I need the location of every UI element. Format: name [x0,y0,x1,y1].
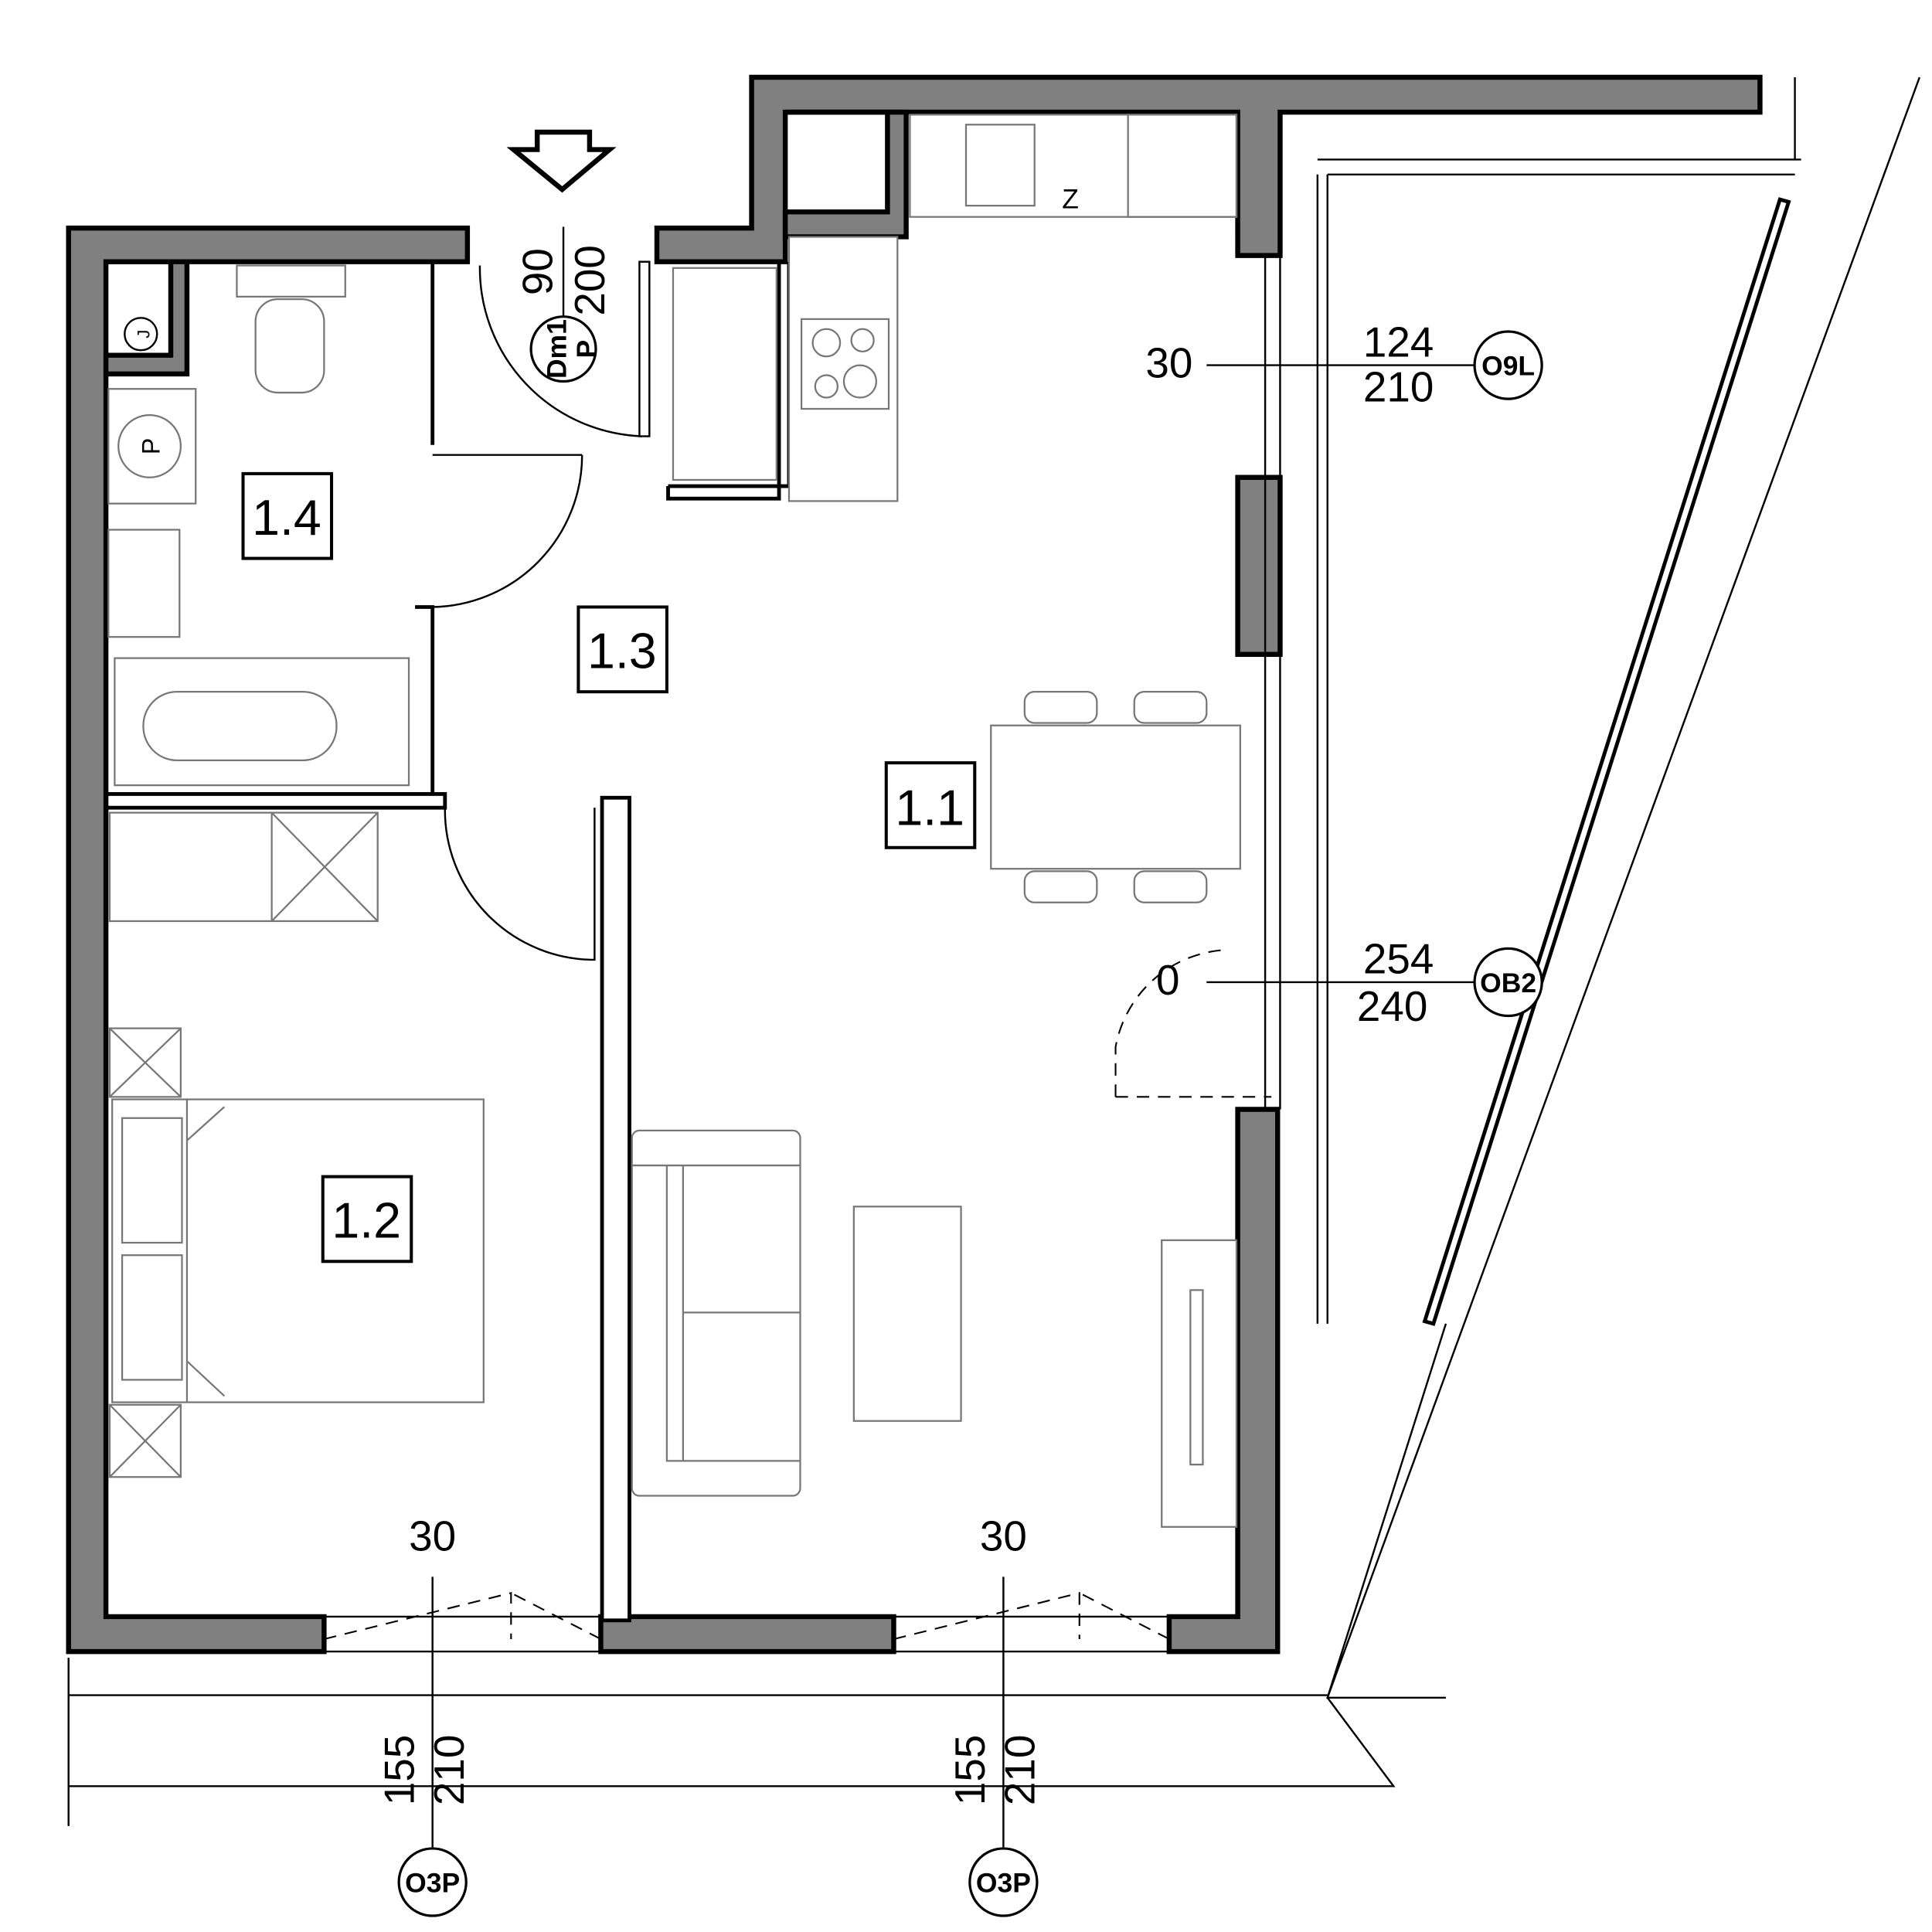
door-tag-dm1: Dm1 P 90 200 [514,226,614,383]
fridge-label: Z [1062,183,1079,214]
svg-text:240: 240 [1357,982,1427,1030]
room-label-1-2: 1.2 [321,1175,413,1264]
boiler-label: J [134,330,154,338]
svg-text:155: 155 [375,1735,423,1805]
svg-text:O3P: O3P [976,1867,1031,1898]
wall-right-pier [1235,474,1283,657]
kitchen: Z [672,114,1238,502]
shaft-wall [782,109,909,240]
sink [964,124,1036,207]
svg-text:200: 200 [566,245,614,315]
svg-text:155: 155 [946,1735,994,1805]
living-furniture [631,691,1241,1528]
svg-text:1.4: 1.4 [252,490,321,546]
wall-left [66,225,471,1655]
partitions [67,77,1921,1826]
svg-text:P: P [571,340,602,359]
toilet-cistern [236,264,346,298]
window-tag-o9l: 30 124 210 O9L [1145,318,1543,410]
room-label-1-3: 1.3 [577,605,668,694]
svg-text:124: 124 [1363,318,1434,366]
radiator-cabinet [672,267,777,481]
dining-table [990,724,1241,870]
window-tag-o3p-left: 30 155 210 O3P [324,1512,601,1917]
svg-text:0: 0 [1156,956,1180,1004]
svg-text:O9L: O9L [1481,350,1535,381]
svg-text:210: 210 [996,1735,1044,1805]
svg-text:210: 210 [1363,362,1434,410]
svg-text:O3P: O3P [405,1867,460,1898]
svg-text:1.1: 1.1 [895,781,964,836]
svg-text:210: 210 [425,1735,473,1805]
svg-text:1.2: 1.2 [332,1193,401,1249]
room-label-1-4: 1.4 [241,471,334,560]
fridge [1127,114,1238,218]
tv-cabinet [1161,1239,1238,1528]
kitchen-counter-top [909,114,1238,218]
svg-text:90: 90 [514,248,562,295]
wall-bottom-middle [598,1614,896,1655]
svg-text:OB2: OB2 [1480,968,1536,998]
shaft-wall-bathroom [103,259,190,377]
bathroom-fixtures: P J [107,264,410,787]
entrance-arrow-icon [506,129,617,193]
washer-label: P [137,438,165,455]
room-label-1-1: 1.1 [884,761,977,849]
doors [432,260,1272,1098]
wardrobe [108,811,379,923]
coffee-table [852,1206,962,1422]
svg-text:30: 30 [409,1512,456,1560]
window-tag-ob2: 0 254 240 OB2 [1156,935,1543,1030]
cooktop [800,318,890,410]
bedroom-furniture [108,811,485,1478]
toilet [254,298,325,394]
window-tag-o3p-right: 30 155 210 O3P [893,1512,1170,1917]
bed [111,1098,485,1403]
svg-text:30: 30 [980,1512,1027,1560]
washbasin [107,529,181,638]
svg-text:1.3: 1.3 [587,624,657,679]
svg-text:254: 254 [1363,935,1434,983]
bathtub [114,657,410,787]
partition-living [600,795,631,1623]
svg-text:30: 30 [1145,339,1192,387]
svg-text:Dm1: Dm1 [541,319,572,379]
